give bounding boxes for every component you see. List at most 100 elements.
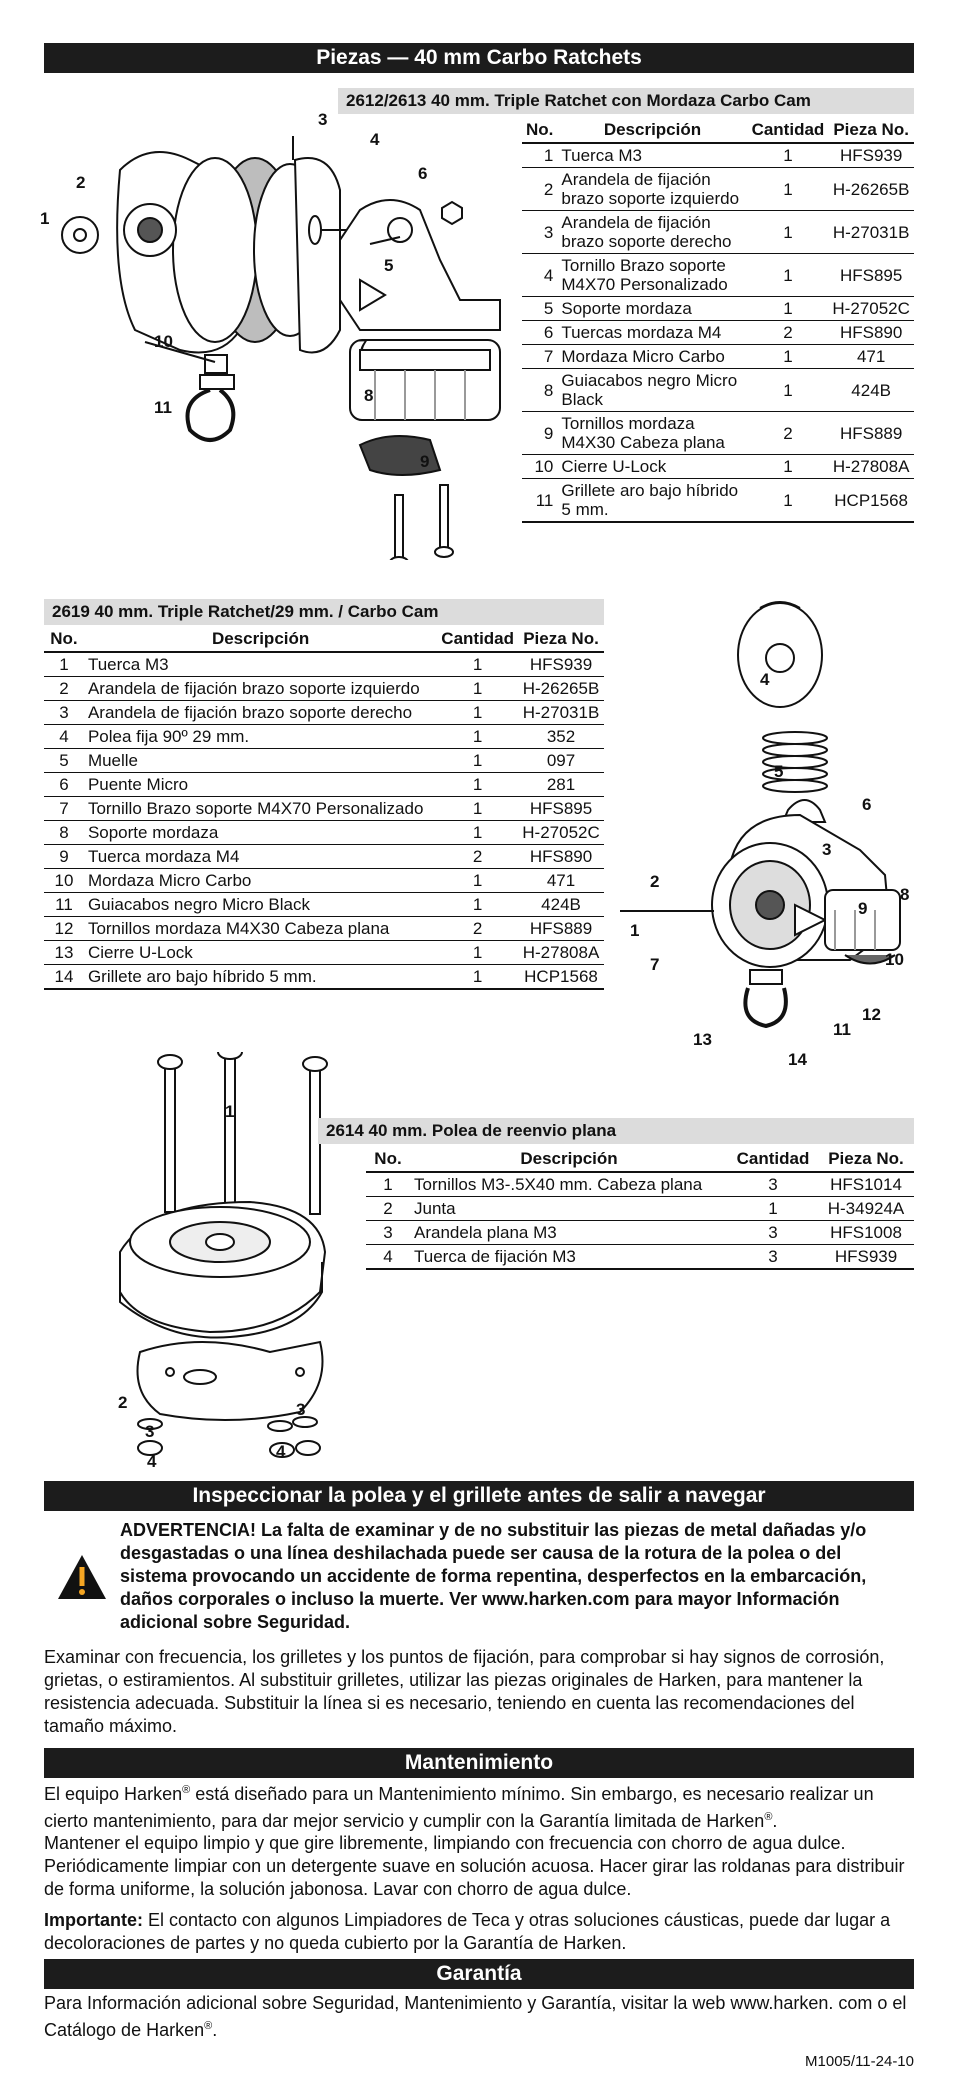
table1-cell: 1 xyxy=(747,296,829,321)
table3-cell: 3 xyxy=(366,1220,410,1245)
table2-cell: 1 xyxy=(437,652,519,677)
table1-cell: 1 xyxy=(747,344,829,369)
diagram1-callout-9: 9 xyxy=(420,452,430,471)
table2-cell: 1 xyxy=(437,820,519,845)
table1-cell: 10 xyxy=(522,454,558,479)
diagram1-callout-7: 7 xyxy=(358,336,368,355)
table2-cell: 7 xyxy=(44,796,84,821)
warranty-body-b: . xyxy=(212,2020,218,2040)
diagram3-callout-3a: 3 xyxy=(145,1422,155,1441)
table2-cell: Puente Micro xyxy=(83,772,438,797)
table3-header-qty: Cantidad xyxy=(728,1147,818,1173)
diagram2-callout-11: 11 xyxy=(833,1020,851,1039)
table2-cell: 281 xyxy=(518,772,604,797)
diagram3-callout-2: 2 xyxy=(118,1393,128,1412)
diagram1-callout-11: 11 xyxy=(154,398,172,417)
table1-cell: 11 xyxy=(522,478,558,523)
warranty-body: Para Información adicional sobre Segurid… xyxy=(44,1992,914,2042)
maintenance-heading-bar: Mantenimiento xyxy=(44,1748,914,1778)
table1-cell: 3 xyxy=(522,210,558,254)
footer-code: M1005/11-24-10 xyxy=(805,2053,914,2070)
table3-cell: 3 xyxy=(728,1172,818,1197)
table1-cell: 2 xyxy=(747,411,829,455)
table2-cell: Tuerca mordaza M4 xyxy=(83,844,438,869)
table1-cell: 6 xyxy=(522,320,558,345)
table2-cell: 1 xyxy=(437,964,519,990)
table2-cell: 10 xyxy=(44,868,84,893)
table1-cell: Tuercas mordaza M4 xyxy=(557,320,748,345)
table1-cell: 1 xyxy=(747,210,829,254)
diagram1-callout-5: 5 xyxy=(384,256,394,275)
table1-cell: 424B xyxy=(828,368,914,412)
warranty-heading: Garantía xyxy=(436,1962,522,1985)
maintenance-paragraph-2: Mantener el equipo limpio y que gire lib… xyxy=(44,1833,905,1899)
table2-cell: Arandela de fijación brazo soporte izqui… xyxy=(83,676,438,701)
table2-cell: HFS889 xyxy=(518,916,604,941)
parts-title-bar: Piezas — 40 mm Carbo Ratchets xyxy=(44,43,914,73)
table1-header-part: Pieza No. xyxy=(828,118,914,144)
maintenance-p1-b: está diseñado para un Mantenimiento míni… xyxy=(44,1784,874,1831)
table2-cell: H-27052C xyxy=(518,820,604,845)
table2-cell: Cierre U-Lock xyxy=(83,940,438,965)
table2-cell: HFS895 xyxy=(518,796,604,821)
table3-cell: 1 xyxy=(366,1172,410,1197)
table1-cell: 2 xyxy=(747,320,829,345)
table1-cell: H-27052C xyxy=(828,296,914,321)
table2-cell: 1 xyxy=(437,940,519,965)
table1-cell: Soporte mordaza xyxy=(557,296,748,321)
table2-cell: Grillete aro bajo híbrido 5 mm. xyxy=(83,964,438,990)
registered-mark: ® xyxy=(182,1784,191,1796)
table1-cell: Tuerca M3 xyxy=(557,143,748,168)
table3-cell: Junta xyxy=(410,1196,728,1221)
table3-cell: Arandela plana M3 xyxy=(410,1220,728,1245)
diagram-flat-lead-block xyxy=(110,1052,330,1472)
registered-mark: ® xyxy=(764,1811,773,1823)
table1-cell: 5 xyxy=(522,296,558,321)
table1-cell: HFS890 xyxy=(828,320,914,345)
diagram1-callout-1: 1 xyxy=(40,209,50,228)
table1-cell: 9 xyxy=(522,411,558,455)
diagram3-callout-4a: 4 xyxy=(147,1452,157,1471)
table1-cell: 1 xyxy=(747,167,829,211)
table1-cell: 1 xyxy=(747,143,829,168)
table2-cell: H-27808A xyxy=(518,940,604,965)
table1-cell: Tornillo Brazo soporte M4X70 Personaliza… xyxy=(557,253,748,297)
table2-cell: 1 xyxy=(44,652,84,677)
diagram1-callout-4: 4 xyxy=(370,130,380,149)
diagram1-callout-2: 2 xyxy=(76,173,86,192)
table2-cell: 2 xyxy=(437,916,519,941)
table1-cell: 471 xyxy=(828,344,914,369)
diagram2-callout-3: 3 xyxy=(822,840,832,859)
table1-cell: H-27808A xyxy=(828,454,914,479)
table2-cell: HCP1568 xyxy=(518,964,604,990)
table3-cell: Tuerca de fijación M3 xyxy=(410,1244,728,1270)
table1-title: 2612/2613 40 mm. Triple Ratchet con Mord… xyxy=(338,88,914,114)
diagram2-callout-7: 7 xyxy=(650,955,660,974)
table3-header-desc: Descripción xyxy=(410,1147,728,1173)
table2-cell: 8 xyxy=(44,820,84,845)
warranty-heading-bar: Garantía xyxy=(44,1959,914,1989)
table2-cell: Soporte mordaza xyxy=(83,820,438,845)
table3-cell: HFS1008 xyxy=(818,1220,914,1245)
table2-cell: 424B xyxy=(518,892,604,917)
table3-cell: 3 xyxy=(728,1220,818,1245)
table2-cell: Tornillo Brazo soporte M4X70 Personaliza… xyxy=(83,796,438,821)
table2-cell: 471 xyxy=(518,868,604,893)
table1-cell: HFS939 xyxy=(828,143,914,168)
table2-cell: 6 xyxy=(44,772,84,797)
diagram3-callout-3b: 3 xyxy=(296,1400,306,1419)
diagram3-callout-1: 1 xyxy=(225,1102,235,1121)
table3-cell: 4 xyxy=(366,1244,410,1270)
